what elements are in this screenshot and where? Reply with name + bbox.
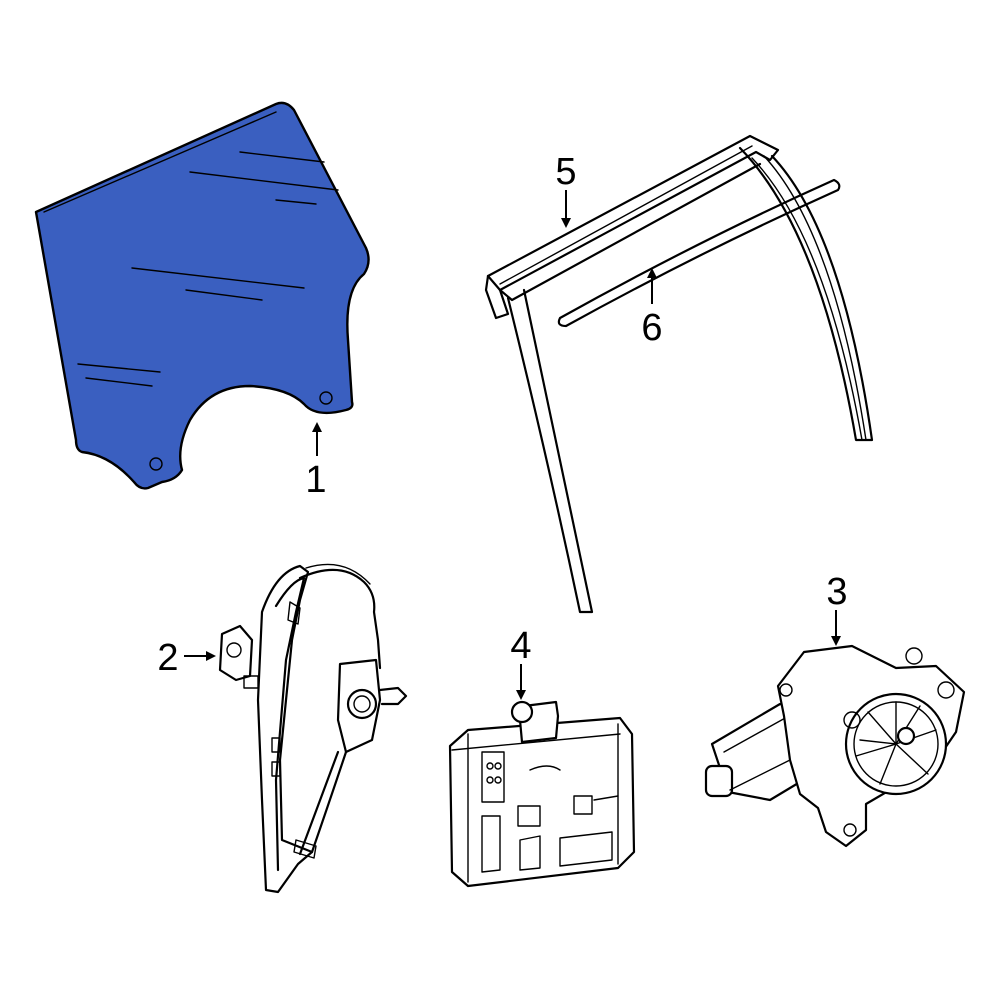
callout-4: 4 <box>510 625 532 700</box>
window-motor-part[interactable] <box>704 644 966 848</box>
control-module-part[interactable] <box>448 700 636 888</box>
run-channel-part[interactable] <box>484 134 874 614</box>
callout-1: 1 <box>305 422 327 501</box>
callout-2: 2 <box>157 637 216 679</box>
callout-3: 3 <box>826 571 848 646</box>
glass-mount-hole <box>149 457 163 471</box>
callout-6: 6 <box>641 268 663 349</box>
callout-number: 6 <box>641 307 662 349</box>
door-glass-outline <box>34 101 370 490</box>
callout-5: 5 <box>555 151 577 228</box>
glass-edge-line <box>43 111 277 213</box>
door-glass-part[interactable] <box>34 101 370 490</box>
callout-number: 3 <box>826 571 847 613</box>
callout-number: 4 <box>510 625 531 667</box>
glass-mount-hole <box>319 391 333 405</box>
glass-reflection-lines <box>77 151 339 387</box>
callout-number: 1 <box>305 459 326 501</box>
callout-number: 2 <box>157 637 178 679</box>
callout-number: 5 <box>555 151 576 193</box>
belt-weatherstrip-part[interactable] <box>557 178 841 328</box>
window-regulator-part[interactable] <box>218 563 408 894</box>
